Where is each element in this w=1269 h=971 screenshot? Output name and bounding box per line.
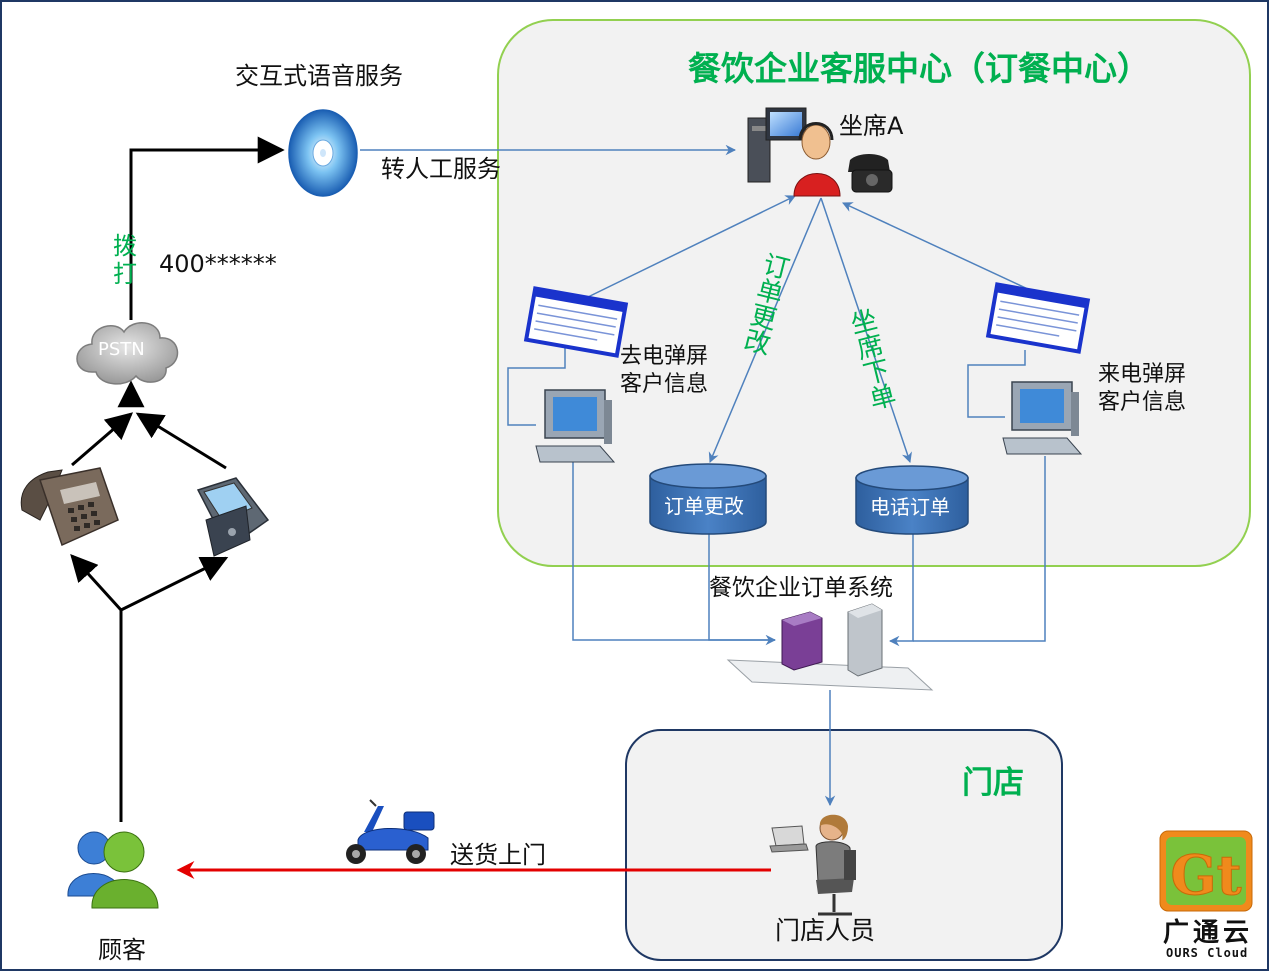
ivr-label: 交互式语音服务 — [235, 62, 403, 90]
transfer-label: 转人工服务 — [381, 155, 501, 183]
dial-label: 拨打 — [113, 232, 137, 288]
cd-disc-icon — [288, 109, 358, 197]
computer-icon — [1002, 381, 1083, 455]
store-title: 门店 — [962, 765, 1024, 801]
store-staff-label: 门店人员 — [775, 916, 876, 945]
computer-icon — [535, 389, 616, 463]
customer-icon — [67, 831, 159, 909]
incoming-popup-label-line1: 来电弹屏 — [1098, 362, 1187, 387]
popup-window-icon — [985, 282, 1091, 354]
outgoing-popup-label-line1: 去电弹屏 — [620, 344, 709, 369]
database-icon — [855, 465, 969, 535]
incoming-popup-label-line2: 客户信息 — [1098, 390, 1187, 415]
brand-name: 广通云 — [1163, 918, 1254, 948]
delivery-label: 送货上门 — [450, 841, 546, 869]
dial-flow-arrows — [70, 136, 285, 822]
customer-label: 顾客 — [98, 936, 146, 964]
mobile-phone-icon — [196, 477, 270, 557]
db-order-change-label: 订单更改 — [664, 494, 744, 518]
database-icon — [649, 463, 767, 535]
popup-window-icon — [523, 286, 629, 358]
scooter-icon — [346, 799, 435, 864]
brand-logo-icon: Gt — [1159, 830, 1253, 912]
center-flow-lines — [507, 195, 1046, 807]
desk-phone-icon — [20, 467, 119, 547]
agent-headset-icon — [747, 107, 893, 197]
center-title: 餐饮企业客服中心（订餐中心） — [688, 49, 1150, 88]
brand-subtitle: OURS Cloud — [1166, 946, 1249, 960]
logo-letters: Gt — [1170, 843, 1241, 907]
db-phone-order-label: 电话订单 — [870, 495, 950, 519]
agent-label: 坐席A — [839, 112, 904, 140]
server-icon — [726, 603, 934, 691]
pstn-cloud-icon — [76, 322, 179, 385]
dial-number-label: 400****** — [159, 250, 277, 278]
store-staff-icon — [769, 814, 856, 916]
outgoing-popup-label-line2: 客户信息 — [620, 372, 709, 397]
pstn-label: PSTN — [98, 339, 145, 360]
order-system-label: 餐饮企业订单系统 — [709, 575, 893, 601]
